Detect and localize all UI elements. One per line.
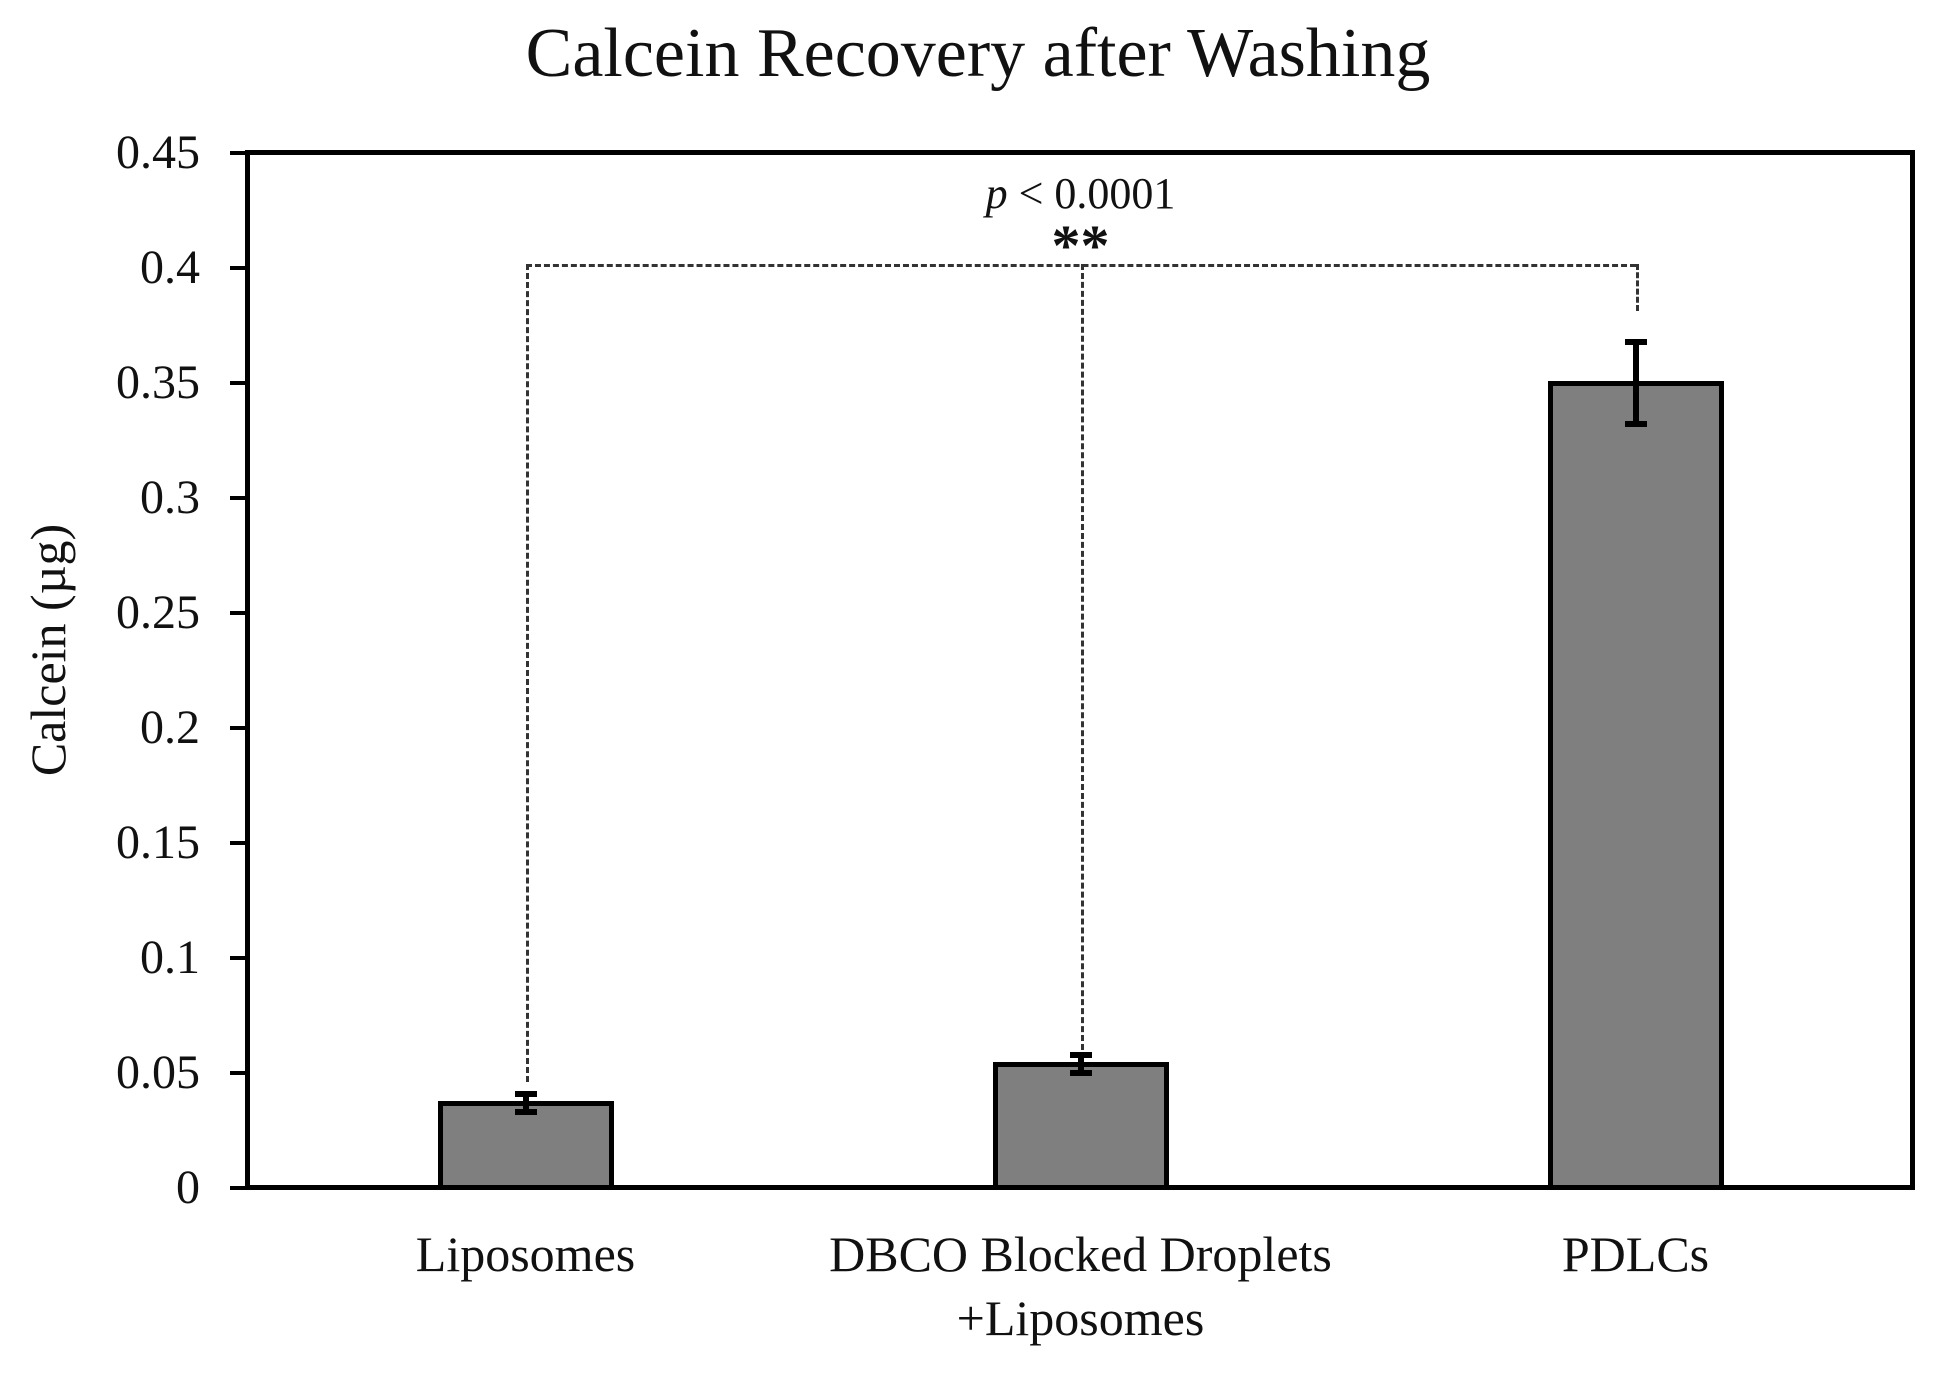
y-tick-mark bbox=[230, 956, 248, 960]
y-tick-mark bbox=[230, 611, 248, 615]
y-tick-label: 0.45 bbox=[116, 126, 200, 179]
y-tick-label: 0 bbox=[176, 1161, 200, 1214]
bracket-drop-line-2 bbox=[1080, 264, 1084, 1050]
error-bar-cap-bottom bbox=[514, 1109, 537, 1116]
bar-3 bbox=[1547, 381, 1724, 1190]
y-tick-label: 0.1 bbox=[140, 931, 200, 984]
error-bar-cap-bottom bbox=[1624, 421, 1647, 428]
error-bar-cap-top bbox=[1624, 338, 1647, 345]
y-tick-label: 0.05 bbox=[116, 1046, 200, 1099]
chart-title: Calcein Recovery after Washing bbox=[525, 15, 1431, 92]
y-tick-label: 0.2 bbox=[140, 701, 200, 754]
p-value-text: < 0.0001 bbox=[1007, 169, 1176, 218]
y-tick-mark bbox=[230, 381, 248, 385]
bracket-drop-line-3 bbox=[1635, 264, 1639, 311]
p-value-symbol: p bbox=[985, 169, 1008, 218]
y-tick-mark bbox=[230, 496, 248, 500]
y-tick-mark bbox=[230, 151, 248, 155]
y-tick-mark bbox=[230, 1071, 248, 1075]
error-bar-line bbox=[522, 1093, 529, 1113]
y-tick-mark bbox=[230, 266, 248, 270]
error-bar-cap-bottom bbox=[1069, 1070, 1092, 1076]
x-axis-label-3: PDLCs bbox=[1561, 1226, 1710, 1282]
error-bar-line bbox=[1632, 341, 1639, 425]
error-bar-line bbox=[1077, 1054, 1084, 1073]
y-tick-label: 0.3 bbox=[140, 471, 200, 524]
p-value-label: p < 0.0001 bbox=[986, 168, 1176, 220]
x-axis-label-1: Liposomes bbox=[415, 1226, 636, 1282]
bar-2 bbox=[992, 1061, 1169, 1190]
y-tick-label: 0.35 bbox=[116, 356, 200, 409]
bracket-drop-line-1 bbox=[525, 264, 529, 1082]
y-tick-mark bbox=[230, 841, 248, 845]
y-tick-label: 0.15 bbox=[116, 816, 200, 869]
x-axis-label-2: DBCO Blocked Droplets +Liposomes bbox=[829, 1226, 1332, 1346]
y-tick-label: 0.4 bbox=[140, 241, 200, 294]
y-tick-label: 0.25 bbox=[116, 586, 200, 639]
error-bar-cap-top bbox=[1069, 1051, 1092, 1058]
significance-stars: ** bbox=[1051, 213, 1110, 278]
error-bar-cap-top bbox=[514, 1090, 537, 1097]
y-tick-mark bbox=[230, 726, 248, 730]
y-tick-mark bbox=[230, 1186, 248, 1190]
